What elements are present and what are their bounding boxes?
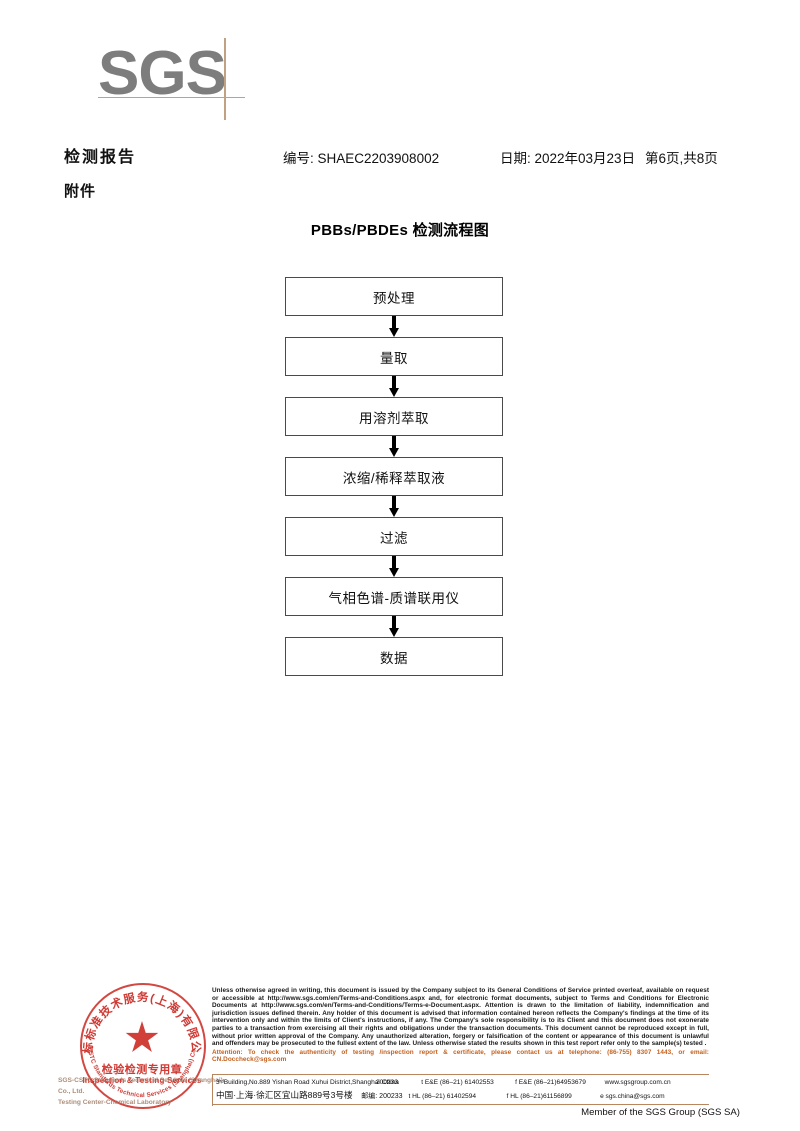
report-date: 日期: 2022年03月23日 xyxy=(500,151,636,166)
tel-hl: t HL (86–21) 61402594 xyxy=(408,1093,477,1100)
flow-step-weighing: 量取 xyxy=(285,337,503,376)
address-block: 3ʳᵈBuilding,No.889 Yishan Road Xuhui Dis… xyxy=(216,1076,709,1102)
member-of-sgs-group: Member of the SGS Group (SGS SA) xyxy=(581,1107,740,1118)
official-stamp: 通标标准技术服务(上海)有限公司 SGS-CSTC Standards Tech… xyxy=(72,975,212,1115)
address-en: 3ʳᵈBuilding,No.889 Yishan Road Xuhui Dis… xyxy=(216,1079,399,1086)
address-rule-bottom xyxy=(212,1104,709,1105)
flow-arrow-4 xyxy=(285,496,503,517)
flow-arrow-1 xyxy=(285,316,503,337)
fax-ee: f E&E (86–21)64953679 xyxy=(515,1079,586,1086)
legal-body-text: Unless otherwise agreed in writing, this… xyxy=(212,987,709,1048)
legal-disclaimer: Unless otherwise agreed in writing, this… xyxy=(212,987,709,1064)
company-name-line2: Testing Center-Chemical Laboratory xyxy=(58,1099,172,1106)
flowchart: 预处理 量取 用溶剂萃取 浓缩/稀释萃取液 过滤 气相色谱-质谱联用仪 数据 xyxy=(285,277,503,676)
sgs-logo-horizontal-rule xyxy=(98,97,245,99)
flow-arrow-5 xyxy=(285,556,503,577)
postcode-cn: 邮编: 200233 xyxy=(361,1090,408,1103)
postcode-cn-value: 200233 xyxy=(379,1093,403,1100)
page-indicator: 第6页,共8页 xyxy=(645,151,718,166)
flow-step-solvent-extraction: 用溶剂萃取 xyxy=(285,397,503,436)
tel-ee: t E&E (86–21) 61402553 xyxy=(421,1079,494,1086)
fax-hl: f HL (86–21)61156899 xyxy=(506,1093,572,1100)
attention-notice: Attention: To check the authenticity of … xyxy=(212,1048,709,1064)
stamp-ring xyxy=(80,983,206,1109)
sgs-logo-vertical-rule xyxy=(224,38,226,120)
company-name-line1: SGS-CSTC Standards Technical Services (S… xyxy=(58,1077,223,1095)
flow-arrow-3 xyxy=(285,436,503,457)
page-footer: 通标标准技术服务(上海)有限公司 SGS-CSTC Standards Tech… xyxy=(0,965,800,1131)
flow-arrow-6 xyxy=(285,616,503,637)
flow-step-gcms: 气相色谱-质谱联用仪 xyxy=(285,577,503,616)
stamp-center-en: Inspection & Testing Services xyxy=(82,1076,202,1085)
sgs-logo: SGS xyxy=(98,38,278,130)
flow-arrow-2 xyxy=(285,376,503,397)
address-rule-top xyxy=(212,1074,709,1075)
address-left-tick xyxy=(212,1074,213,1106)
postcode-cn-label: 邮编: xyxy=(361,1093,378,1100)
address-cn: 中国·上海·徐汇区宜山路889号3号楼 xyxy=(216,1090,353,1100)
stamp-center-cn: 检验检测专用章 xyxy=(101,1064,183,1076)
website-link[interactable]: www.sgsgroup.com.cn xyxy=(604,1079,671,1086)
flow-step-concentrate-dilute: 浓缩/稀释萃取液 xyxy=(285,457,503,496)
report-number: 编号: SHAEC2203908002 xyxy=(283,151,440,166)
page-title: 检测报告 xyxy=(64,149,137,166)
attachment-label: 附件 xyxy=(64,183,97,200)
flow-step-filtration: 过滤 xyxy=(285,517,503,556)
email-link[interactable]: e sgs.china@sgs.com xyxy=(600,1093,665,1100)
flow-step-data: 数据 xyxy=(285,637,503,676)
address-row-cn: 中国·上海·徐汇区宜山路889号3号楼 邮编: 200233 t HL (86–… xyxy=(216,1089,709,1102)
flowchart-title: PBBs/PBDEs 检测流程图 xyxy=(310,222,490,239)
flow-step-pretreatment: 预处理 xyxy=(285,277,503,316)
postcode-en: 200233 xyxy=(376,1079,399,1086)
sgs-logo-text: SGS xyxy=(98,39,227,108)
address-row-en: 3ʳᵈBuilding,No.889 Yishan Road Xuhui Dis… xyxy=(216,1076,709,1089)
company-name-faded: SGS-CSTC Standards Technical Services (S… xyxy=(58,1075,228,1108)
